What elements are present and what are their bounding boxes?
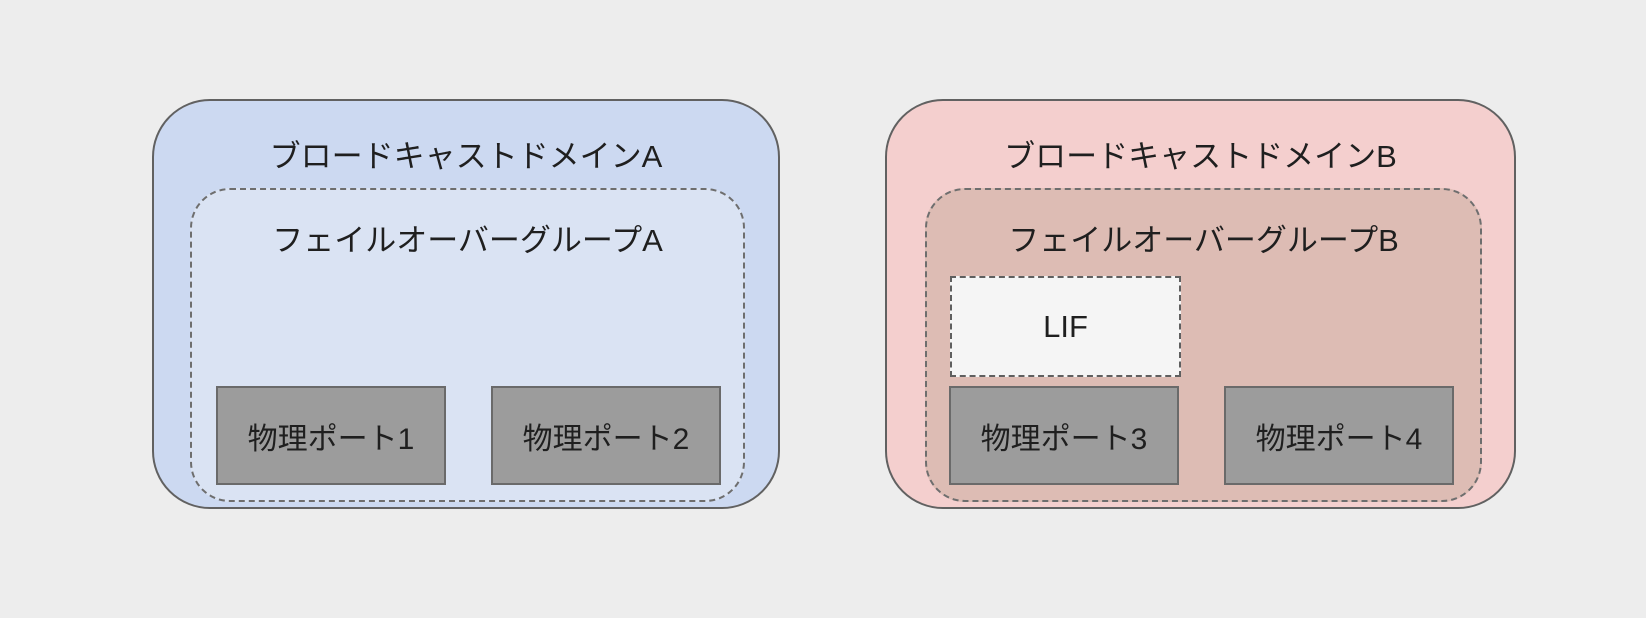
physical-port-1: 物理ポート1 (216, 386, 446, 485)
broadcast-domain-a: ブロードキャストドメインA フェイルオーバーグループA 物理ポート1 物理ポート… (152, 99, 780, 509)
failover-group-b-title: フェイルオーバーグループB (1008, 223, 1399, 258)
physical-port-3: 物理ポート3 (949, 386, 1179, 485)
failover-group-a: フェイルオーバーグループA 物理ポート1 物理ポート2 (190, 188, 745, 502)
broadcast-domain-b: ブロードキャストドメインB フェイルオーバーグループB LIF 物理ポート3 物… (885, 99, 1516, 509)
lif-box: LIF (950, 276, 1181, 377)
failover-group-a-title: フェイルオーバーグループA (272, 223, 663, 258)
failover-group-b: フェイルオーバーグループB LIF 物理ポート3 物理ポート4 (925, 188, 1482, 502)
physical-port-4: 物理ポート4 (1224, 386, 1454, 485)
physical-port-2: 物理ポート2 (491, 386, 721, 485)
broadcast-domain-b-title: ブロードキャストドメインB (1004, 139, 1397, 174)
broadcast-domain-a-title: ブロードキャストドメインA (269, 139, 663, 174)
